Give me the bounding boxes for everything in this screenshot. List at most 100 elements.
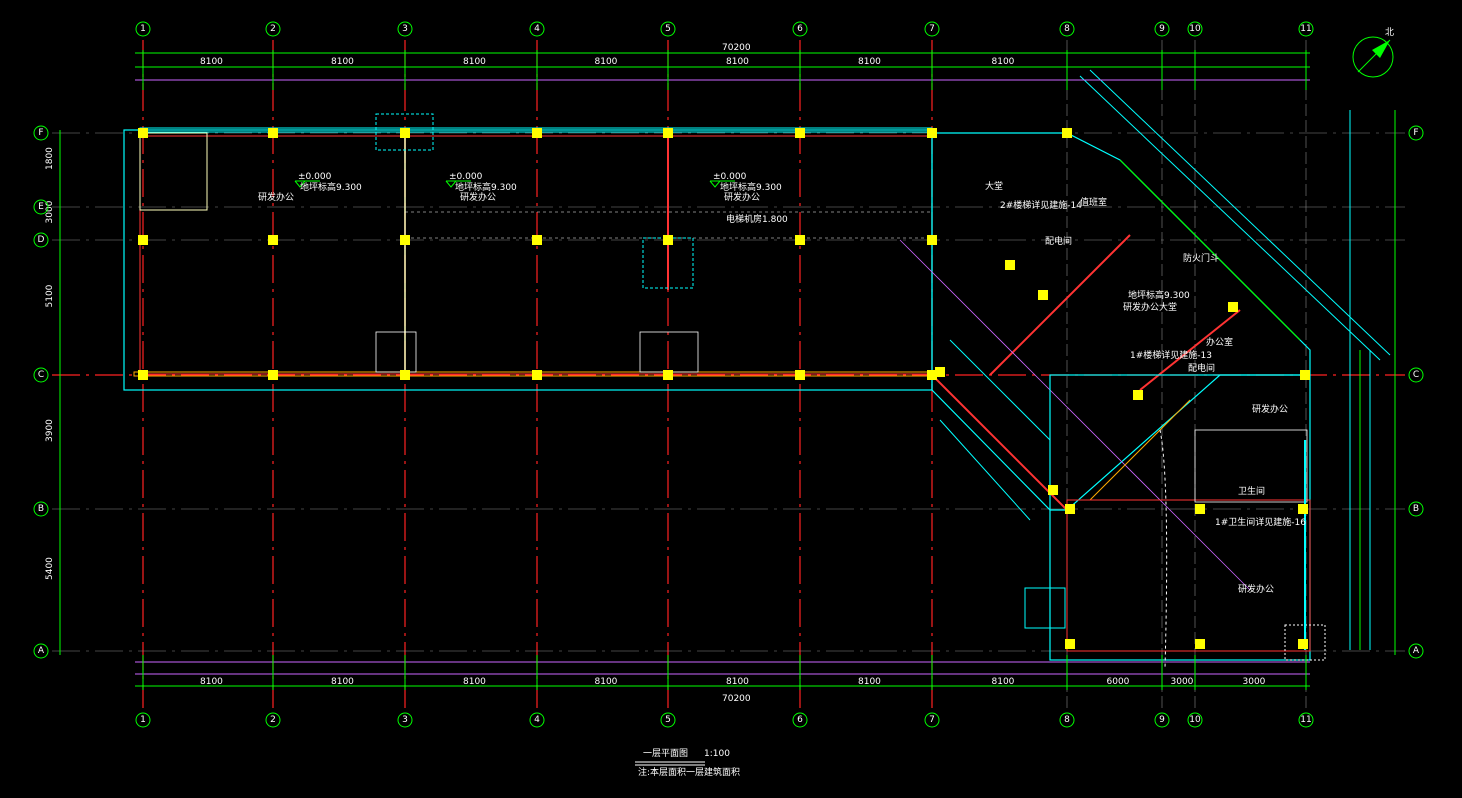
grid-label: 11 bbox=[1300, 715, 1311, 725]
grid-bubble-4: 4 bbox=[529, 712, 545, 728]
grid-label: D bbox=[38, 235, 45, 245]
dimension-bay: 8100 bbox=[331, 57, 354, 67]
column bbox=[1195, 639, 1205, 649]
grid-bubble-F: F bbox=[33, 125, 49, 141]
stair-note: 2#楼梯详见建施-14 bbox=[1000, 199, 1082, 211]
dimension-bay: 8100 bbox=[595, 677, 618, 687]
grid-label: 8 bbox=[1064, 715, 1070, 725]
room-label: 配电间 bbox=[1188, 362, 1215, 374]
room-label: 卫生间 bbox=[1238, 485, 1265, 497]
room-label: 大堂 bbox=[985, 180, 1003, 192]
toilet-note: 1#卫生间详见建施-16 bbox=[1215, 516, 1306, 528]
column bbox=[795, 370, 805, 380]
drawing-title: 一层平面图 bbox=[643, 748, 688, 759]
grid-bubble-2: 2 bbox=[265, 712, 281, 728]
grid-bubble-C: C bbox=[1408, 367, 1424, 383]
dimension-bay: 8100 bbox=[858, 677, 881, 687]
room-label: 防火门斗 bbox=[1183, 252, 1219, 264]
column bbox=[268, 128, 278, 138]
room-label: 配电间 bbox=[1045, 235, 1072, 247]
column bbox=[138, 370, 148, 380]
dimension-overall: 70200 bbox=[722, 694, 751, 704]
grid-bubble-9: 9 bbox=[1154, 712, 1170, 728]
dimension-bay: 8100 bbox=[463, 677, 486, 687]
dimension-overall: 70200 bbox=[722, 43, 751, 53]
grid-label: 7 bbox=[929, 24, 935, 34]
grid-label: 5 bbox=[665, 715, 671, 725]
column bbox=[1300, 370, 1310, 380]
dimension-bay: 8100 bbox=[992, 677, 1015, 687]
dimension-bay: 8100 bbox=[726, 57, 749, 67]
room-label: 研发办公 bbox=[460, 191, 496, 203]
grid-bubble-11: 11 bbox=[1298, 21, 1314, 37]
room-label: 研发办公 bbox=[1238, 583, 1274, 595]
grid-label: B bbox=[38, 504, 44, 514]
column bbox=[400, 370, 410, 380]
dimension-lines: 70200 70200 8100 8100 8100 8100 8100 8100 8100 81… bbox=[45, 43, 1310, 704]
column bbox=[663, 128, 673, 138]
room-note: 地坪标高9.300 bbox=[720, 181, 782, 193]
main-wing-inner-wall bbox=[139, 135, 933, 375]
grid-bubble-10: 10 bbox=[1187, 21, 1203, 37]
dimension-row: 5100 bbox=[45, 284, 55, 307]
grid-bubble-3: 3 bbox=[397, 21, 413, 37]
dimension-bay: 6000 bbox=[1107, 677, 1130, 687]
column bbox=[532, 235, 542, 245]
grid-label: 2 bbox=[270, 715, 276, 725]
column bbox=[1298, 504, 1308, 514]
column bbox=[400, 128, 410, 138]
column bbox=[138, 235, 148, 245]
drawing-scale: 1:100 bbox=[704, 749, 730, 759]
room-label: 研发办公 bbox=[724, 191, 760, 203]
column bbox=[1005, 260, 1015, 270]
drawing-subtitle: 注:本层面积一层建筑面积 bbox=[638, 766, 740, 778]
grid-bubble-2: 2 bbox=[265, 21, 281, 37]
column bbox=[795, 128, 805, 138]
grid-bubble-1: 1 bbox=[135, 712, 151, 728]
grid-label: 2 bbox=[270, 24, 276, 34]
grid-bubble-5: 5 bbox=[660, 21, 676, 37]
grid-label: 11 bbox=[1300, 24, 1311, 34]
main-wing-outline bbox=[123, 129, 933, 391]
grid-bubble-A: A bbox=[1408, 643, 1424, 659]
grid-bubble-6: 6 bbox=[792, 21, 808, 37]
grid-bubble-8: 8 bbox=[1059, 21, 1075, 37]
grid-bubble-9: 9 bbox=[1154, 21, 1170, 37]
grid-bubble-5: 5 bbox=[660, 712, 676, 728]
grid-label: 8 bbox=[1064, 24, 1070, 34]
column bbox=[1065, 504, 1075, 514]
column bbox=[1228, 302, 1238, 312]
column bbox=[1133, 390, 1143, 400]
stair-note: 1#楼梯详见建施-13 bbox=[1130, 349, 1212, 361]
grid-bubble-1: 1 bbox=[135, 21, 151, 37]
dimension-row: 1800 bbox=[45, 147, 55, 170]
grid-bubble-C: C bbox=[33, 367, 49, 383]
grid-bubble-6: 6 bbox=[792, 712, 808, 728]
column bbox=[927, 128, 937, 138]
grid-bubble-7: 7 bbox=[924, 712, 940, 728]
room-level: ±0.000 bbox=[713, 172, 747, 182]
dimension-bay: 8100 bbox=[200, 57, 223, 67]
grid-label: 4 bbox=[534, 24, 540, 34]
dimension-row: 3000 bbox=[45, 200, 55, 223]
column bbox=[927, 235, 937, 245]
grid-label: 1 bbox=[140, 715, 146, 725]
room-label: 研发办公 bbox=[1252, 403, 1288, 415]
room-label: 研发办公 bbox=[258, 191, 294, 203]
structural-columns bbox=[138, 128, 1310, 649]
grid-label: A bbox=[1413, 646, 1420, 656]
grid-label: B bbox=[1413, 504, 1419, 514]
grid-bubble-D: D bbox=[33, 232, 49, 248]
room-label: 研发办公大堂 bbox=[1123, 301, 1177, 313]
grid-label: 10 bbox=[1189, 24, 1201, 34]
column bbox=[935, 367, 945, 377]
column bbox=[927, 370, 937, 380]
dimension-bay: 8100 bbox=[200, 677, 223, 687]
dimension-bay: 8100 bbox=[463, 57, 486, 67]
column bbox=[1038, 290, 1048, 300]
dimension-bay: 8100 bbox=[595, 57, 618, 67]
grid-label: E bbox=[38, 202, 44, 212]
column bbox=[138, 128, 148, 138]
